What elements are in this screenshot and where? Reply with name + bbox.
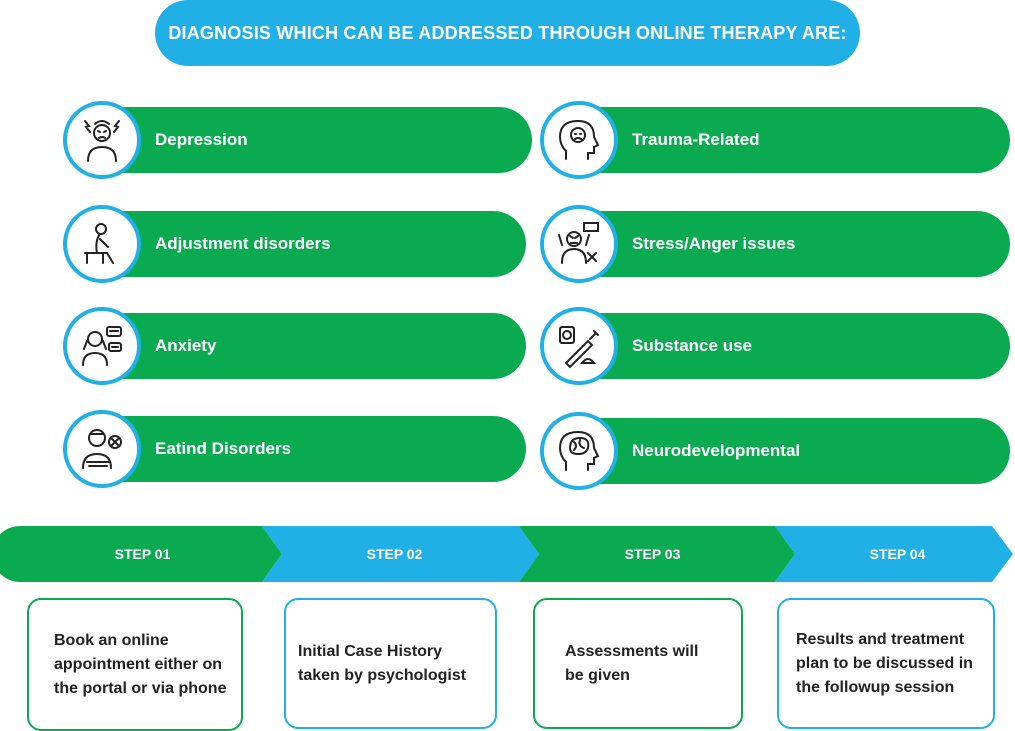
step-02-card: Initial Case History taken by psychologi… — [284, 598, 497, 729]
step-03-label: STEP 03 — [624, 546, 681, 562]
step-03-card: Assessments will be given — [533, 598, 743, 729]
steps-ribbon-shapes — [0, 526, 1013, 582]
diagnosis-label: Stress/Anger issues — [600, 211, 1010, 277]
step-04-text: Results and treatment plan to be discuss… — [796, 630, 973, 696]
diagnosis-label: Depression — [123, 107, 532, 173]
diagnosis-label: Adjustment disorders — [123, 211, 526, 277]
step-04-card: Results and treatment plan to be discuss… — [777, 598, 995, 729]
step-04-arrow — [775, 526, 1013, 582]
diagnosis-label: Neurodevelopmental — [600, 418, 1010, 484]
syringe-icon — [540, 307, 618, 385]
step-02-arrow — [262, 526, 539, 582]
step-01-arrow — [0, 526, 282, 582]
step-04-label: STEP 04 — [869, 546, 926, 562]
step-01-text: Book an online appointment either on the… — [54, 631, 227, 697]
step-01-card: Book an online appointment either on the… — [27, 598, 243, 731]
step-02-text: Initial Case History taken by psychologi… — [298, 642, 467, 684]
step-03-arrow — [519, 526, 795, 582]
page-title: DIAGNOSIS WHICH CAN BE ADDRESSED THROUGH… — [155, 0, 860, 66]
diagnosis-label: Anxiety — [123, 313, 526, 379]
step-02-label: STEP 02 — [366, 546, 423, 562]
diagnosis-label: Substance use — [600, 313, 1010, 379]
step-03-text: Assessments will be given — [565, 642, 699, 684]
angry-person-icon — [540, 205, 618, 283]
step-01-label: STEP 01 — [114, 546, 171, 562]
sitting-person-icon — [63, 205, 141, 283]
anxious-person-icon — [63, 307, 141, 385]
diagnosis-label: Trauma-Related — [600, 107, 1010, 173]
diagnosis-label: Eatind Disorders — [123, 416, 526, 482]
eating-disorder-icon — [63, 410, 141, 488]
depressed-person-icon — [63, 101, 141, 179]
brain-head-icon — [540, 412, 618, 490]
head-trauma-icon — [540, 101, 618, 179]
steps-ribbon: STEP 01 STEP 02 STEP 03 STEP 04 — [0, 526, 1015, 582]
